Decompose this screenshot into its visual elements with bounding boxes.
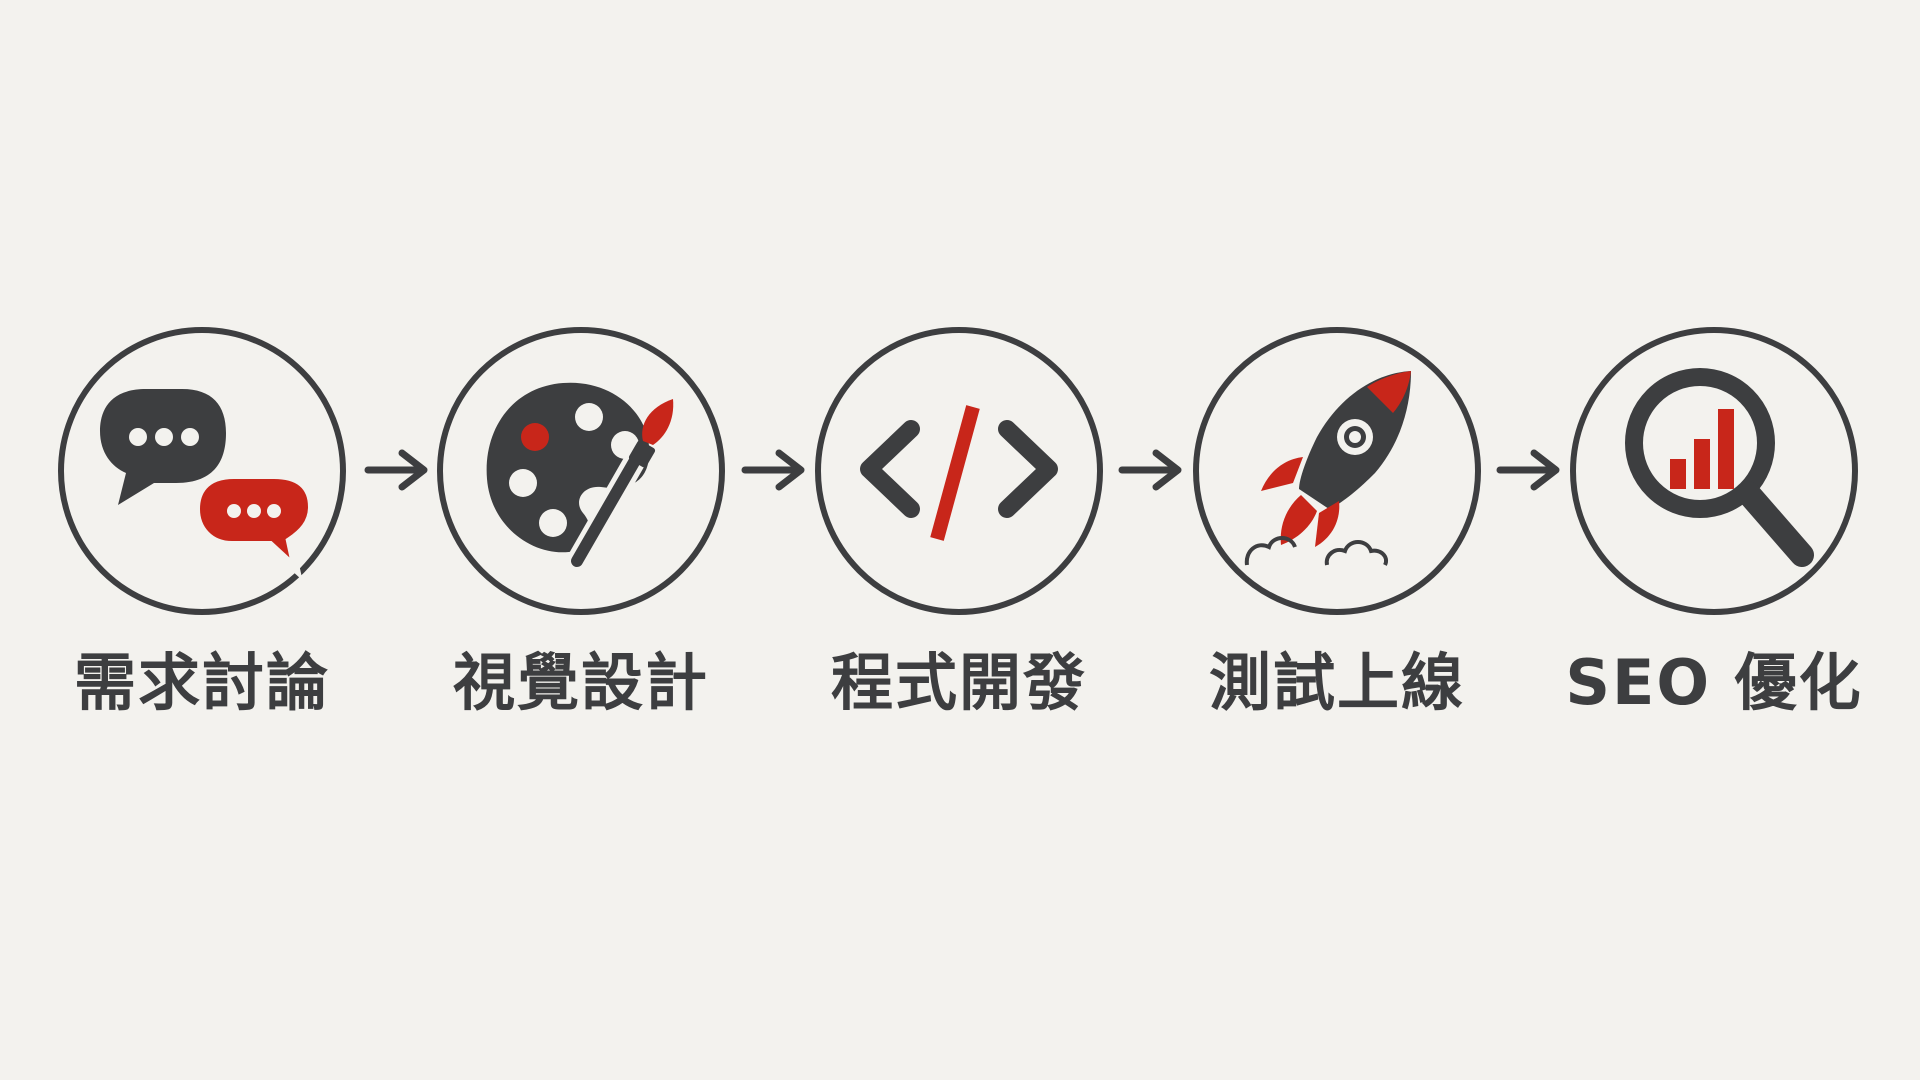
- step-requirements: 需求討論: [58, 327, 348, 727]
- step-visual-design: 視覺設計: [437, 327, 727, 727]
- step-seo: SEO 優化: [1565, 327, 1861, 727]
- palette-brush-icon: [486, 382, 674, 576]
- arrow-icon: [364, 445, 432, 495]
- arrow-icon: [1496, 445, 1564, 495]
- step-label: 需求討論: [73, 646, 330, 719]
- arrow-icon: [1118, 445, 1186, 495]
- step-launch: 測試上線: [1193, 327, 1483, 727]
- step-circle: [815, 327, 1103, 615]
- step-label: 視覺設計: [452, 646, 709, 719]
- step-development: 程式開發: [815, 327, 1105, 727]
- magnifier-chart-icon: [1625, 368, 1814, 567]
- step-label: 程式開發: [830, 646, 1087, 719]
- step-circle: [437, 327, 725, 615]
- arrow-icon: [741, 445, 809, 495]
- step-label: 測試上線: [1208, 646, 1465, 719]
- rocket-icon: [1244, 371, 1411, 566]
- code-icon: [860, 405, 1058, 541]
- chat-bubbles-icon: [100, 389, 317, 581]
- step-circle: [58, 327, 346, 615]
- step-circle: [1193, 327, 1481, 615]
- step-label: SEO 優化: [1565, 646, 1863, 719]
- step-circle: [1570, 327, 1858, 615]
